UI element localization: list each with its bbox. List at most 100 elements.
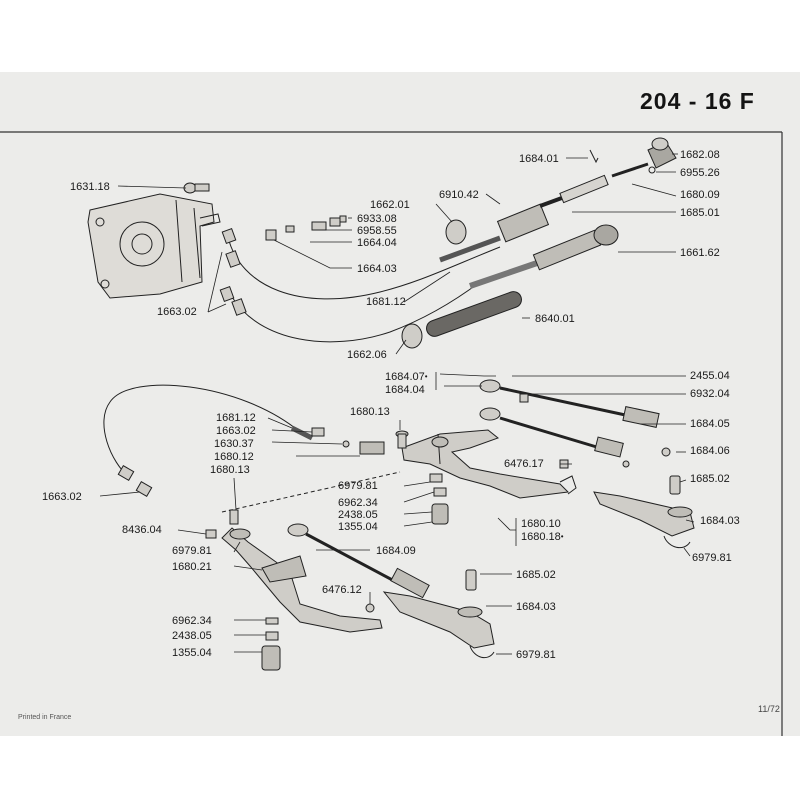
bushing-1355-04-lower — [261, 645, 281, 671]
rod-1684-09 — [287, 523, 430, 599]
part-label: 1681.12 — [216, 412, 256, 424]
part-label: 1684.03 — [700, 515, 740, 527]
part-label: 1682.08 — [680, 149, 720, 161]
part-label: 6979.81 — [692, 552, 732, 564]
part-label: 1685.01 — [680, 207, 720, 219]
part-label: 1685.02 — [690, 473, 730, 485]
grommet-1662-01 — [445, 219, 467, 245]
part-label: 1680.09 — [680, 189, 720, 201]
part-label: 1630.37 — [214, 438, 254, 450]
part-label: 6476.17 — [504, 458, 544, 470]
ferrules-upper — [219, 228, 247, 316]
part-label: 1355.04 — [172, 647, 212, 659]
part-label: 6979.81 — [172, 545, 212, 557]
bracket-1680-12 — [359, 441, 385, 455]
clip-1630-37 — [342, 440, 350, 448]
part-label: 1680.12 — [214, 451, 254, 463]
part-label: 1663.02 — [42, 491, 82, 503]
part-label: 1680.21 — [172, 561, 212, 573]
part-label: 1680.13 — [210, 464, 250, 476]
lever-1684-03-upper — [593, 491, 695, 549]
part-label: 6979.81 — [338, 480, 378, 492]
part-label: 1661.62 — [680, 247, 720, 259]
lever-1680-21 — [221, 527, 383, 633]
key-8436-04 — [205, 529, 217, 539]
ferrule-lower-1 — [117, 464, 135, 482]
cable-end-1661-62 — [469, 224, 619, 289]
part-label: 1685.02 — [516, 569, 556, 581]
pin-1680-13-upper — [395, 430, 409, 449]
part-label: 6958.55 — [357, 225, 397, 237]
spring-lower — [290, 425, 314, 441]
washer-6979-81-center — [429, 473, 443, 483]
part-label: 1355.04 — [338, 521, 378, 533]
dashed-reference — [221, 471, 401, 513]
rod-assembly-upper — [479, 379, 671, 457]
ferrule-lower-3 — [311, 427, 325, 437]
part-label: 2438.05 — [338, 509, 378, 521]
part-label: 6910.42 — [439, 189, 479, 201]
part-label: 1664.04 — [357, 237, 397, 249]
upper-cable-1 — [227, 236, 501, 300]
part-label: 2438.05 — [172, 630, 212, 642]
part-label: 1684.03 — [516, 601, 556, 613]
lever-1680-10 — [401, 429, 577, 499]
part-label: 1662.06 — [347, 349, 387, 361]
pin-1684-01 — [589, 149, 599, 164]
part-label: 6955.26 — [680, 167, 720, 179]
page-code: 11/72 — [758, 704, 780, 714]
washer-2438-05-lower — [265, 631, 279, 641]
part-label: 1684.09 — [376, 545, 416, 557]
part-label: 1680.18• — [521, 531, 564, 543]
printed-in-france: Printed in France — [18, 714, 72, 721]
grommet-1662-06 — [401, 323, 423, 349]
part-label: 6979.81 — [516, 649, 556, 661]
part-label: 1680.10 — [521, 518, 561, 530]
part-label: 6933.08 — [357, 213, 397, 225]
bushing-1355-04-center — [431, 503, 449, 525]
washer-6962-34-center — [433, 487, 447, 497]
part-label: 1680.13 — [350, 406, 390, 418]
boot-1682-08 — [647, 137, 677, 174]
lower-cable — [103, 384, 301, 479]
part-label: 1684.06 — [690, 445, 730, 457]
mounting-bracket — [87, 193, 221, 299]
part-label: 1663.02 — [157, 306, 197, 318]
part-label: 1662.01 — [370, 199, 410, 211]
part-label: 1664.03 — [357, 263, 397, 275]
diagram-drawing — [0, 131, 783, 736]
nut-6476-12 — [365, 603, 375, 613]
small-fasteners — [265, 215, 347, 241]
sheet-title: 204 - 16 F — [640, 88, 755, 114]
part-label: 1684.07• — [385, 371, 428, 383]
ferrule-lower-2 — [135, 480, 153, 498]
star-marker: • — [424, 372, 428, 381]
part-label: 1684.01 — [519, 153, 559, 165]
part-label: 6476.12 — [322, 584, 362, 596]
part-label: 1681.12 — [366, 296, 406, 308]
star-marker: • — [560, 532, 564, 541]
part-label: 6962.34 — [338, 497, 378, 509]
pin-1680-13-lower — [229, 509, 239, 525]
spring-upper — [439, 235, 501, 263]
washer-6962-34-lower — [265, 617, 279, 625]
bolt-1631-18 — [183, 182, 210, 194]
part-label: 8436.04 — [122, 524, 162, 536]
parts-sheet: 204 - 16 F 1684.01 1682.08 6955.26 1680.… — [0, 72, 800, 736]
adjuster-1685-01 — [496, 162, 649, 243]
pin-1685-02-right — [669, 475, 681, 495]
part-label: 1684.05 — [690, 418, 730, 430]
pin-1685-02-lower — [465, 569, 477, 591]
part-label: 8640.01 — [535, 313, 575, 325]
part-label: 1684.04 — [385, 384, 425, 396]
part-label: 1663.02 — [216, 425, 256, 437]
part-label: 2455.04 — [690, 370, 730, 382]
part-label: 1631.18 — [70, 181, 110, 193]
lever-1684-03-lower — [382, 591, 495, 659]
rod-assembly-lower — [479, 407, 630, 468]
upper-cable-2 — [231, 281, 481, 343]
sleeve-8640-01 — [426, 291, 522, 337]
part-label: 6932.04 — [690, 388, 730, 400]
part-label: 6962.34 — [172, 615, 212, 627]
leader-lines — [99, 153, 695, 655]
